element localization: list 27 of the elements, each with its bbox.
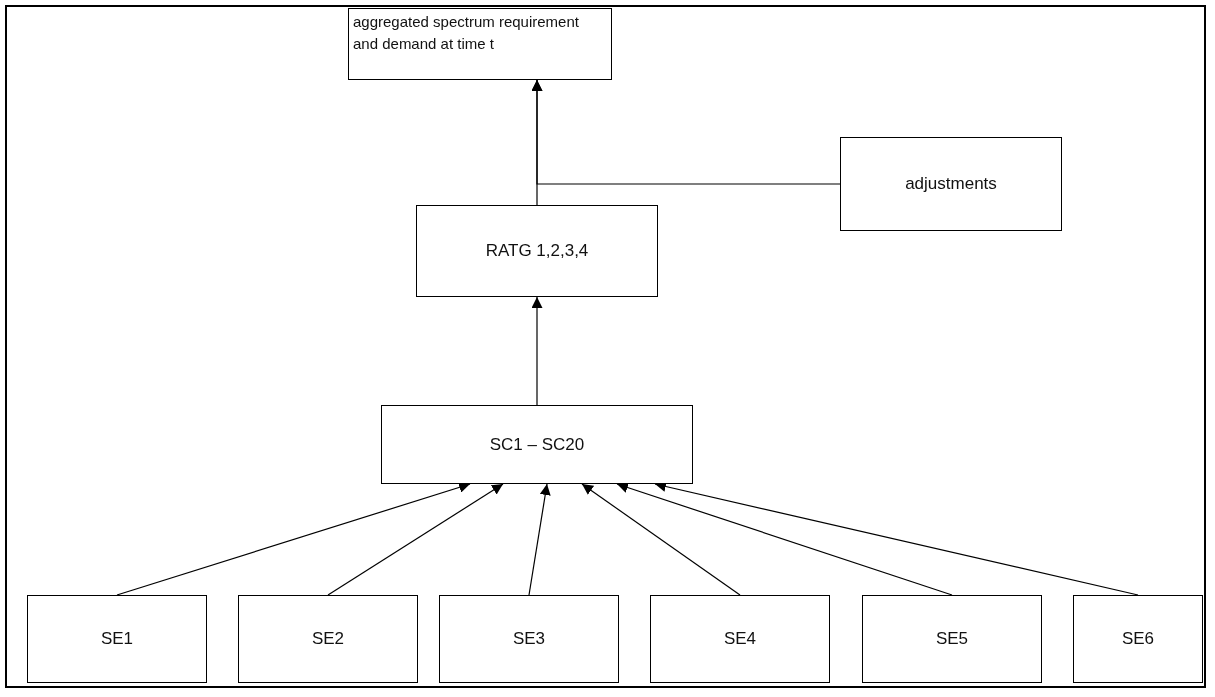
arrow xyxy=(581,483,741,596)
node-label: SE4 xyxy=(723,629,757,649)
process-box xyxy=(1073,595,1203,683)
arrow xyxy=(528,483,551,596)
process-box xyxy=(381,405,693,484)
process-box xyxy=(650,595,830,683)
process-box xyxy=(416,205,658,297)
process-box xyxy=(348,8,612,80)
node-label: SE2 xyxy=(311,629,345,649)
node-label: SE5 xyxy=(935,629,969,649)
arrow xyxy=(531,79,841,185)
node-label: RATG 1,2,3,4 xyxy=(485,241,589,261)
arrow xyxy=(531,296,543,406)
process-box xyxy=(862,595,1042,683)
arrow xyxy=(116,482,471,596)
node-label: SE3 xyxy=(512,629,546,649)
node-label: SC1 – SC20 xyxy=(489,434,585,455)
node-label: SE1 xyxy=(100,629,134,649)
node-label: aggregated spectrum requirement and demand at time t xyxy=(353,12,580,54)
arrow xyxy=(327,483,504,596)
arrow xyxy=(616,482,953,596)
process-box xyxy=(840,137,1062,231)
process-box xyxy=(238,595,418,683)
node-label: adjustments xyxy=(905,174,997,194)
node-label: SE6 xyxy=(1121,629,1155,649)
process-box xyxy=(439,595,619,683)
process-box xyxy=(27,595,207,683)
